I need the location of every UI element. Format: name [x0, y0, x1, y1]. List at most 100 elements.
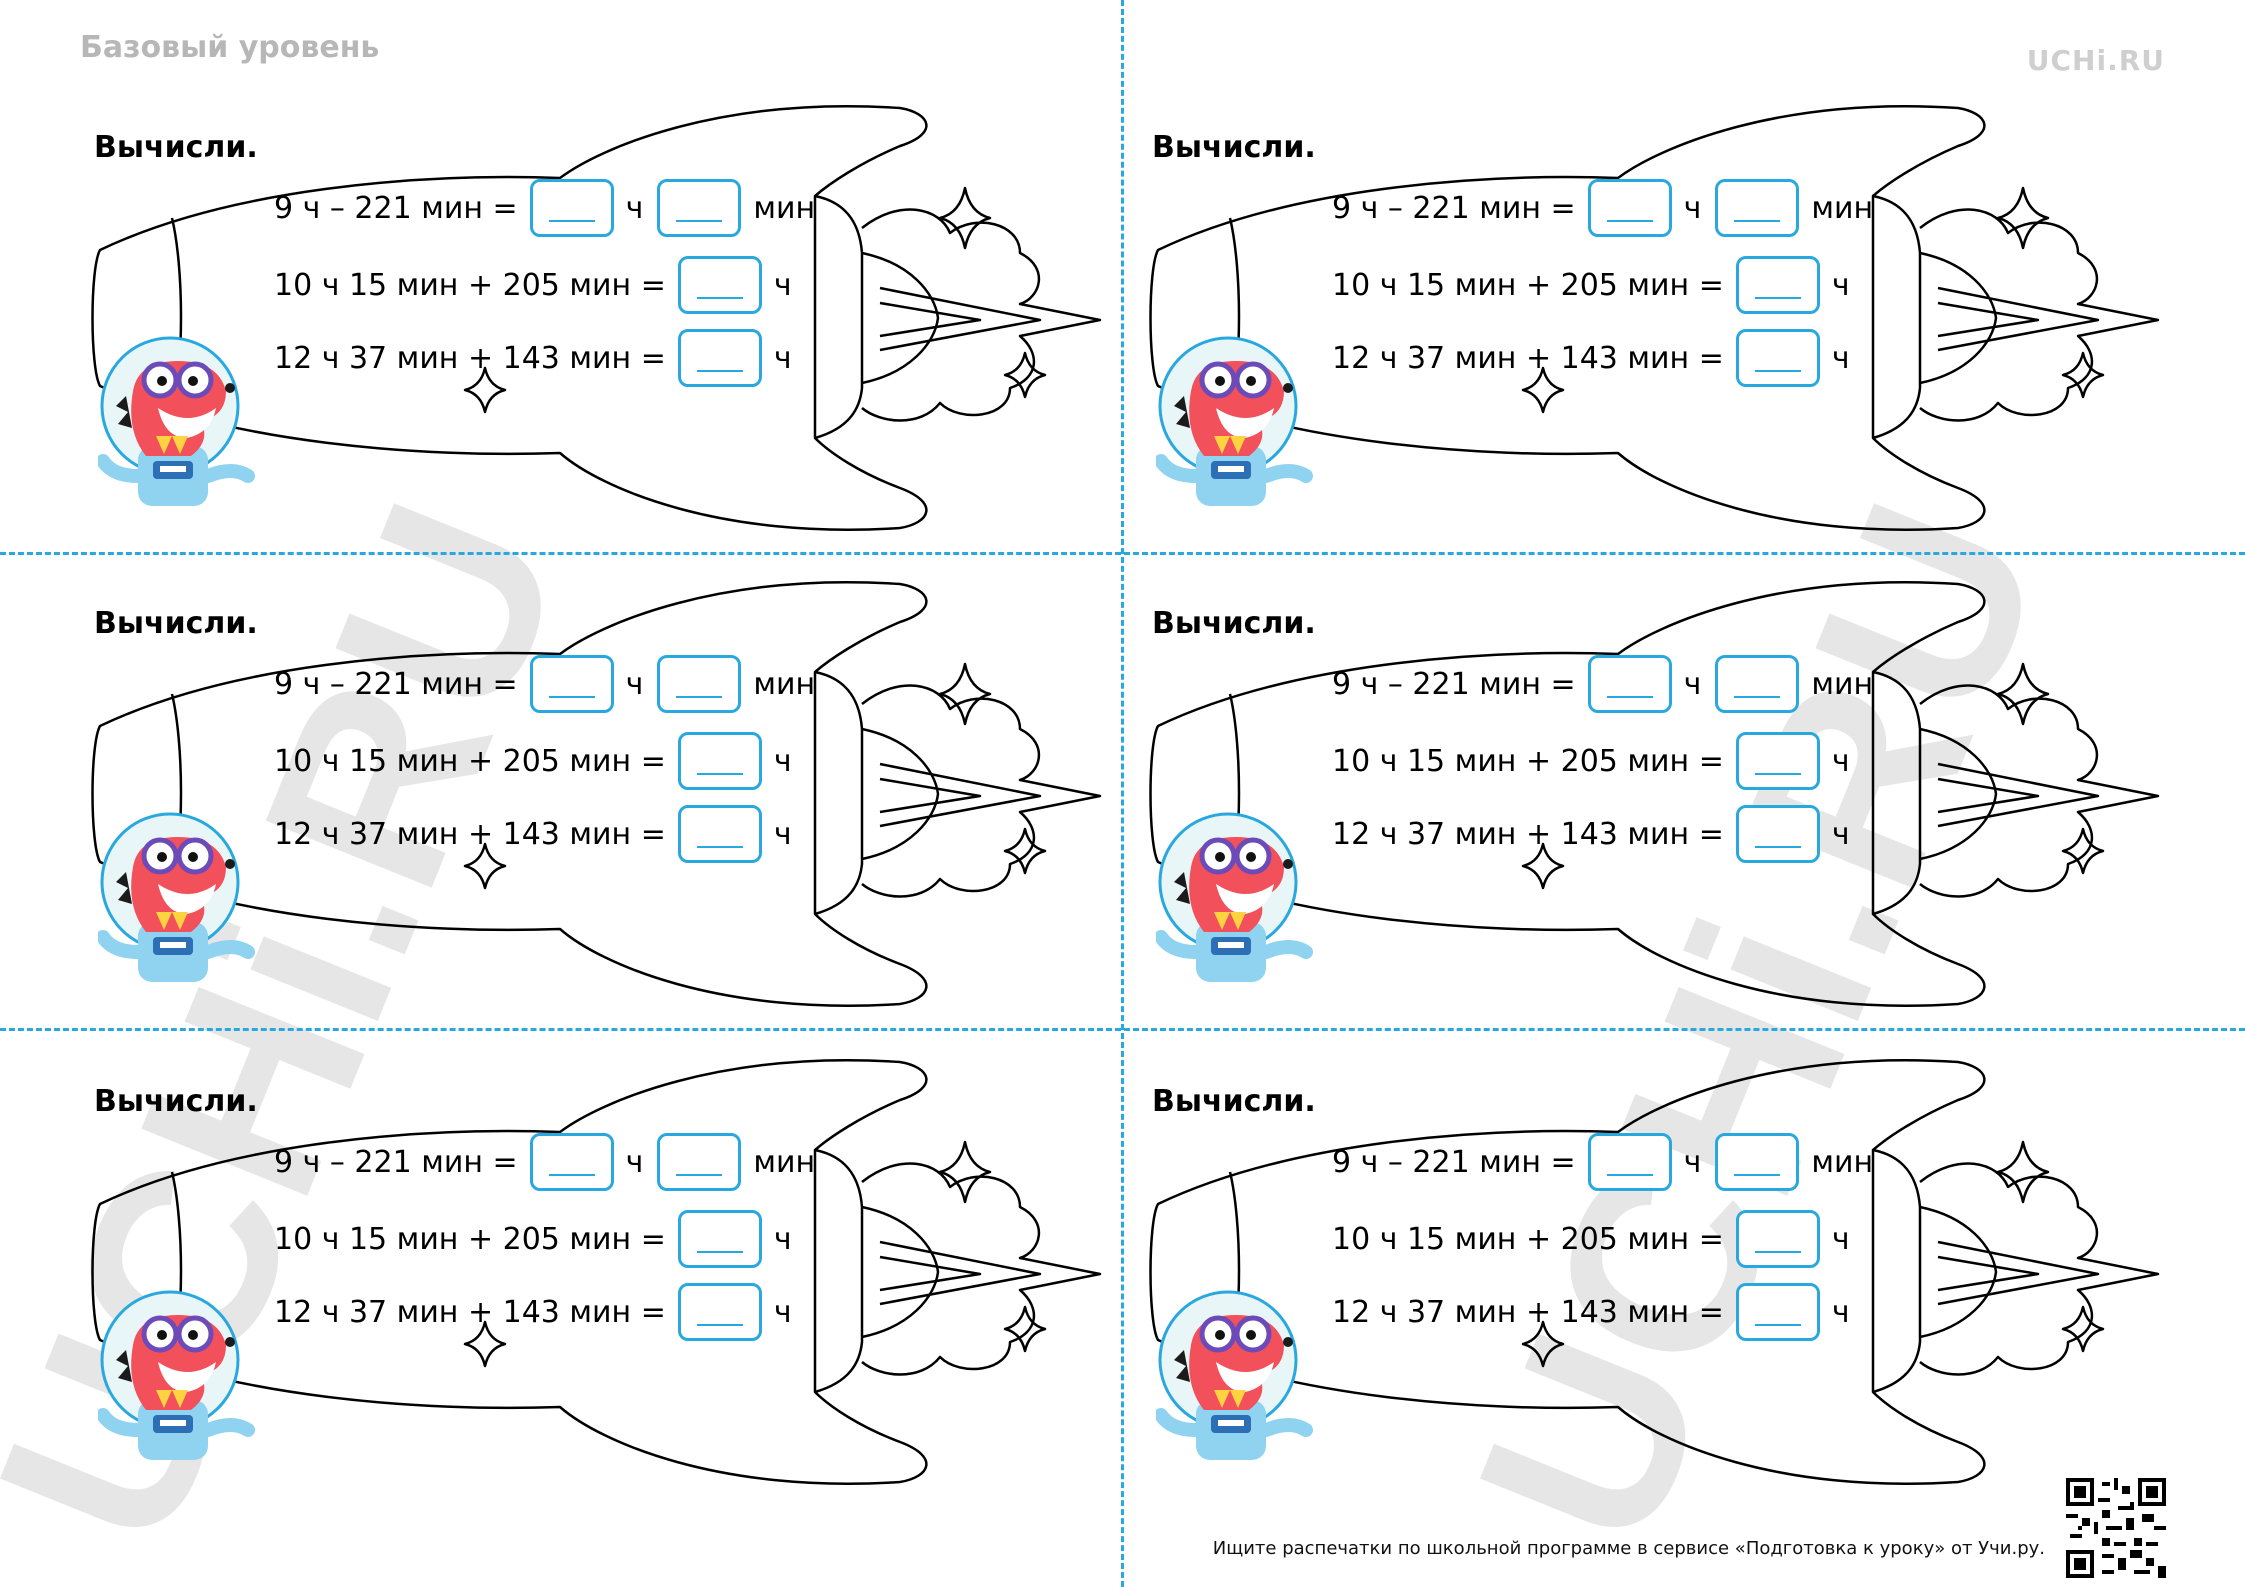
answer-box-minutes[interactable] [1715, 655, 1800, 713]
equation-expression: 9 ч – 221 мин = [274, 666, 518, 702]
footer-note: Ищите распечатки по школьной программе в… [1212, 1538, 2045, 1559]
equation-2: 10 ч 15 мин + 205 мин = ч [1332, 1207, 1860, 1271]
answer-box-minutes[interactable] [657, 655, 742, 713]
equation-expression: 10 ч 15 мин + 205 мин = [274, 1221, 666, 1257]
card-title: Вычисли. [94, 1084, 258, 1119]
equation-2: 10 ч 15 мин + 205 мин = ч [274, 253, 802, 317]
equation-expression: 10 ч 15 мин + 205 мин = [1332, 743, 1724, 779]
cut-line-horizontal-1 [0, 552, 2245, 555]
answer-box-hours[interactable] [677, 1210, 762, 1268]
answer-box-hours[interactable] [529, 655, 614, 713]
dino-astronaut-icon [98, 336, 258, 516]
unit-label: ч [1831, 1221, 1850, 1257]
equation-1: 9 ч – 221 мин = ч мин [274, 652, 825, 716]
equation-3: 12 ч 37 мин + 143 мин = ч [1332, 1280, 1860, 1344]
unit-label: мин [1811, 666, 1874, 702]
answer-box-hours[interactable] [1587, 655, 1672, 713]
task-card-1: Вычисли. 9 ч – 221 мин = ч мин 10 ч 15 м… [0, 78, 1122, 550]
answer-box-hours[interactable] [1735, 1283, 1820, 1341]
equation-1: 9 ч – 221 мин = ч мин [1332, 652, 1883, 716]
unit-label: ч [1831, 816, 1850, 852]
unit-label: ч [625, 1144, 644, 1180]
unit-label: мин [1811, 190, 1874, 226]
equation-expression: 9 ч – 221 мин = [274, 190, 518, 226]
equation-expression: 9 ч – 221 мин = [1332, 1144, 1576, 1180]
answer-box-hours[interactable] [1587, 1133, 1672, 1191]
equation-2: 10 ч 15 мин + 205 мин = ч [1332, 729, 1860, 793]
equation-expression: 12 ч 37 мин + 143 мин = [274, 1294, 666, 1330]
equation-expression: 10 ч 15 мин + 205 мин = [274, 267, 666, 303]
equation-1: 9 ч – 221 мин = ч мин [1332, 1130, 1883, 1194]
equation-2: 10 ч 15 мин + 205 мин = ч [1332, 253, 1860, 317]
answer-box-hours[interactable] [677, 1283, 762, 1341]
equation-expression: 12 ч 37 мин + 143 мин = [1332, 340, 1724, 376]
task-card-4: Вычисли. 9 ч – 221 мин = ч мин 10 ч 15 м… [1058, 554, 2180, 1026]
equation-3: 12 ч 37 мин + 143 мин = ч [274, 326, 802, 390]
dino-astronaut-icon [98, 812, 258, 992]
answer-box-hours[interactable] [1735, 256, 1820, 314]
unit-label: мин [753, 190, 816, 226]
equation-1: 9 ч – 221 мин = ч мин [274, 176, 825, 240]
level-label: Базовый уровень [80, 30, 380, 65]
equation-expression: 12 ч 37 мин + 143 мин = [274, 816, 666, 852]
answer-box-hours[interactable] [1735, 1210, 1820, 1268]
unit-label: ч [773, 1221, 792, 1257]
unit-label: ч [625, 190, 644, 226]
task-card-2: Вычисли. 9 ч – 221 мин = ч мин 10 ч 15 м… [1058, 78, 2180, 550]
answer-box-minutes[interactable] [1715, 179, 1800, 237]
task-card-5: Вычисли. 9 ч – 221 мин = ч мин 10 ч 15 м… [0, 1032, 1122, 1504]
answer-box-hours[interactable] [677, 805, 762, 863]
answer-box-hours[interactable] [1735, 805, 1820, 863]
equation-2: 10 ч 15 мин + 205 мин = ч [274, 1207, 802, 1271]
dino-astronaut-icon [98, 1290, 258, 1470]
equation-1: 9 ч – 221 мин = ч мин [274, 1130, 825, 1194]
equation-expression: 12 ч 37 мин + 143 мин = [274, 340, 666, 376]
unit-label: ч [1683, 190, 1702, 226]
equation-expression: 10 ч 15 мин + 205 мин = [1332, 267, 1724, 303]
card-title: Вычисли. [94, 606, 258, 641]
answer-box-hours[interactable] [529, 179, 614, 237]
equation-3: 12 ч 37 мин + 143 мин = ч [274, 1280, 802, 1344]
card-title: Вычисли. [94, 130, 258, 165]
task-card-6: Вычисли. 9 ч – 221 мин = ч мин 10 ч 15 м… [1058, 1032, 2180, 1504]
equation-3: 12 ч 37 мин + 143 мин = ч [1332, 326, 1860, 390]
answer-box-hours[interactable] [1735, 329, 1820, 387]
equation-expression: 10 ч 15 мин + 205 мин = [1332, 1221, 1724, 1257]
dino-astronaut-icon [1156, 336, 1316, 516]
unit-label: ч [773, 743, 792, 779]
unit-label: ч [625, 666, 644, 702]
answer-box-hours[interactable] [677, 732, 762, 790]
unit-label: ч [773, 267, 792, 303]
unit-label: мин [753, 1144, 816, 1180]
cut-line-vertical [1121, 0, 1124, 1587]
card-title: Вычисли. [1152, 606, 1316, 641]
unit-label: ч [1831, 340, 1850, 376]
answer-box-minutes[interactable] [657, 1133, 742, 1191]
equation-3: 12 ч 37 мин + 143 мин = ч [1332, 802, 1860, 866]
unit-label: ч [773, 340, 792, 376]
dino-astronaut-icon [1156, 1290, 1316, 1470]
qr-code-icon[interactable] [2066, 1478, 2166, 1578]
equation-expression: 12 ч 37 мин + 143 мин = [1332, 816, 1724, 852]
cut-line-horizontal-2 [0, 1028, 2245, 1031]
equation-expression: 9 ч – 221 мин = [1332, 666, 1576, 702]
unit-label: ч [773, 1294, 792, 1330]
answer-box-hours[interactable] [677, 256, 762, 314]
equation-1: 9 ч – 221 мин = ч мин [1332, 176, 1883, 240]
unit-label: ч [1831, 267, 1850, 303]
answer-box-hours[interactable] [1735, 732, 1820, 790]
answer-box-hours[interactable] [529, 1133, 614, 1191]
dino-astronaut-icon [1156, 812, 1316, 992]
equation-3: 12 ч 37 мин + 143 мин = ч [274, 802, 802, 866]
answer-box-hours[interactable] [1587, 179, 1672, 237]
unit-label: ч [1683, 1144, 1702, 1180]
unit-label: ч [1683, 666, 1702, 702]
answer-box-minutes[interactable] [657, 179, 742, 237]
answer-box-hours[interactable] [677, 329, 762, 387]
equation-expression: 10 ч 15 мин + 205 мин = [274, 743, 666, 779]
equation-expression: 9 ч – 221 мин = [1332, 190, 1576, 226]
answer-box-minutes[interactable] [1715, 1133, 1800, 1191]
card-title: Вычисли. [1152, 130, 1316, 165]
equation-2: 10 ч 15 мин + 205 мин = ч [274, 729, 802, 793]
unit-label: мин [1811, 1144, 1874, 1180]
